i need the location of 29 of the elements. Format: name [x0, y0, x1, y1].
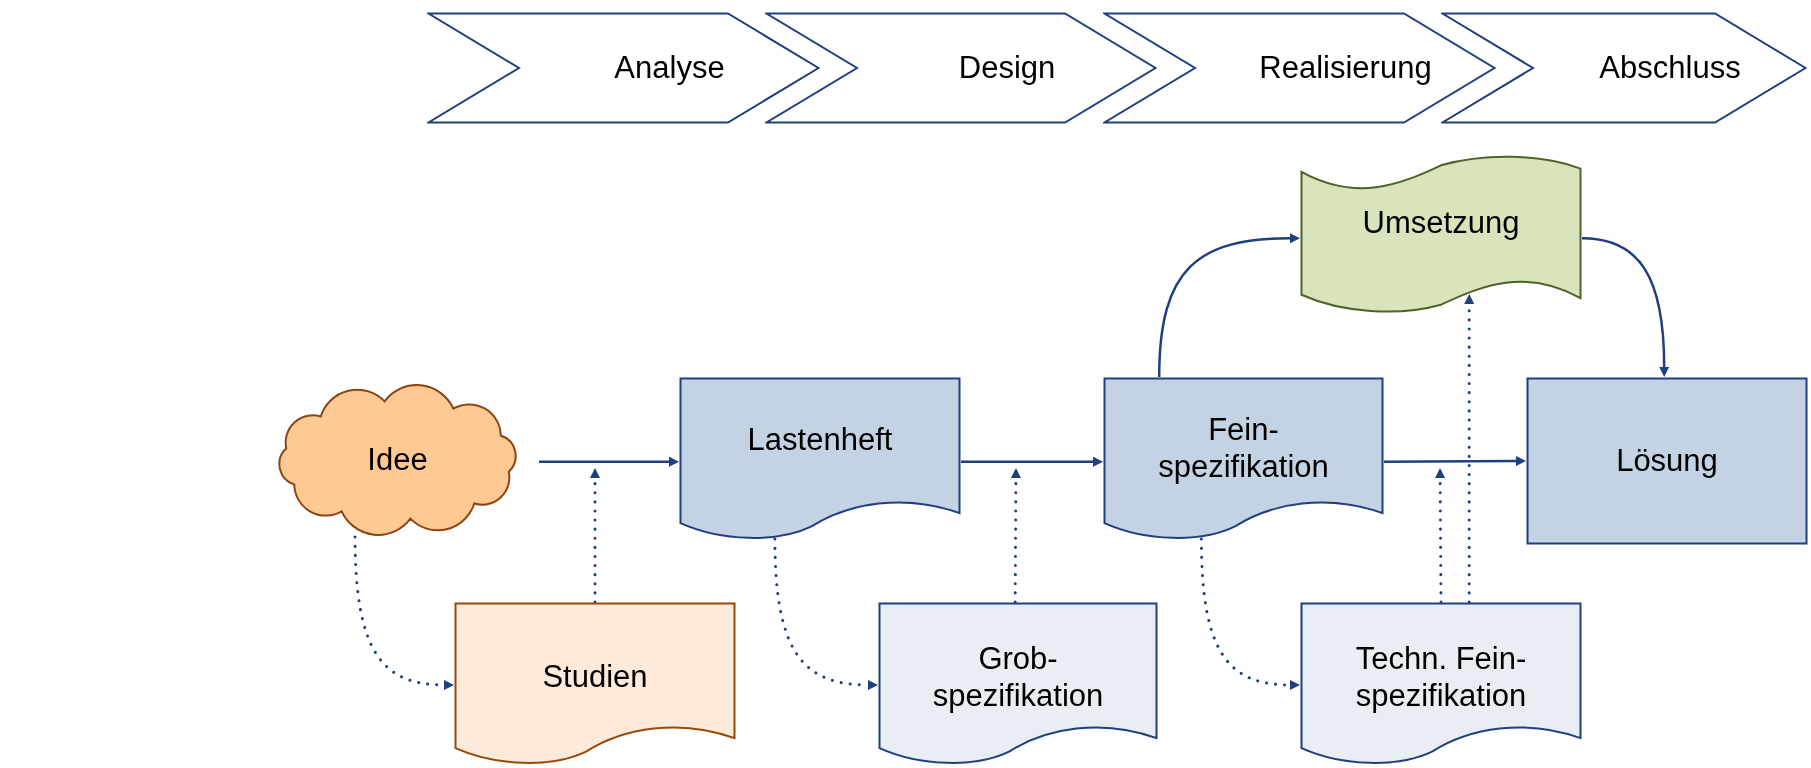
node-label: Techn. Fein- spezifikation [1354, 639, 1528, 715]
chevron-shape [427, 12, 820, 124]
dotted-arrow [353, 535, 454, 690]
node-label: Lösung [1616, 442, 1718, 480]
arrow [1384, 456, 1526, 467]
dotted-arrow [1199, 537, 1300, 690]
arrow [1581, 237, 1670, 377]
node-label: Design [958, 49, 1056, 87]
node-label: Lastenheft [747, 421, 893, 459]
node-label: Analyse [614, 49, 725, 87]
node-label: Realisierung [1259, 49, 1432, 87]
chevron-shape [1441, 12, 1807, 124]
chevron-shape [765, 12, 1157, 124]
dotted-arrow [1464, 294, 1475, 604]
node-label: Idee [367, 441, 428, 479]
node-label: Abschluss [1599, 49, 1741, 87]
arrow [1157, 233, 1300, 378]
node-label: Grob- spezifikation [931, 639, 1105, 715]
dotted-arrow [773, 537, 878, 690]
node-label: Studien [542, 658, 648, 696]
arrow [539, 456, 679, 467]
node-label: Fein- spezifikation [1157, 410, 1330, 486]
dotted-arrow [1010, 468, 1021, 604]
chevron-shape [1103, 12, 1496, 124]
dotted-arrow [590, 468, 600, 604]
process-box [1526, 377, 1808, 545]
arrow [961, 456, 1103, 467]
node-label: Umsetzung [1362, 204, 1520, 242]
dotted-arrow [1435, 468, 1446, 604]
